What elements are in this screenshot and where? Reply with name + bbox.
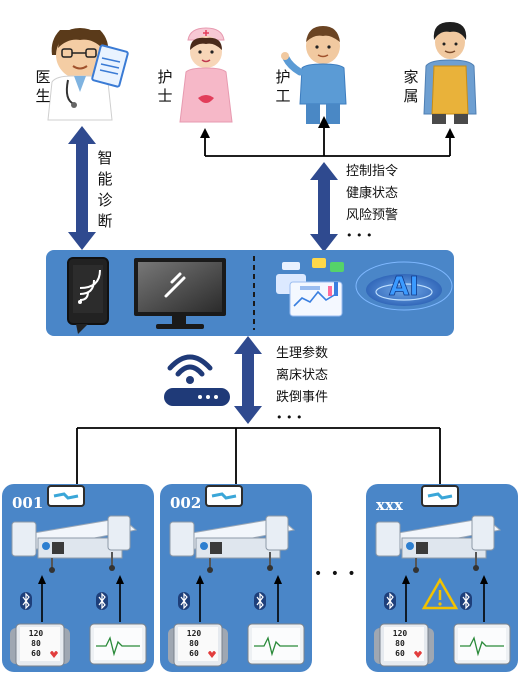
heart-icon <box>208 651 216 658</box>
role-label-caregiver: 护工 <box>275 68 291 105</box>
sensor-link-arrowhead <box>38 575 46 584</box>
bed-id-label: 002 <box>170 494 202 512</box>
monitor-value: 80 <box>31 639 41 648</box>
ecg-waveform <box>460 636 504 657</box>
downstream-label-2: 风险预警 <box>346 208 399 223</box>
role-label-doctor: 医生 <box>35 68 51 105</box>
warning-icon <box>421 577 459 610</box>
bed-remote-glyph <box>53 492 79 500</box>
ai-label: AI <box>389 272 419 302</box>
monitor-value: 120 <box>187 629 202 638</box>
bluetooth-icon <box>178 592 190 610</box>
bed-ellipsis: • • • <box>314 566 358 582</box>
monitor-value: 60 <box>31 649 41 658</box>
sensor-link-arrowhead <box>116 575 124 584</box>
computer-monitor-icon <box>134 258 226 329</box>
upstream-label-3: • • • <box>276 411 303 424</box>
role-label-family: 家属 <box>403 68 419 105</box>
monitor-value: 80 <box>189 639 199 648</box>
hospital-bed-icon <box>375 515 502 573</box>
staff-connector <box>200 116 455 157</box>
monitor-value: 120 <box>393 629 408 638</box>
upstream-arrow <box>234 336 262 424</box>
role-label-nurse: 护士 <box>157 68 173 105</box>
monitor-value: 60 <box>395 649 405 658</box>
mobile-phone-icon <box>67 257 109 334</box>
monitor-value: 120 <box>29 629 44 638</box>
upstream-label-1: 离床状态 <box>276 368 329 383</box>
caregiver-figure <box>281 26 347 124</box>
hospital-bed-icon <box>11 515 138 573</box>
sensor-link-arrowhead <box>274 575 282 584</box>
heart-icon <box>50 651 58 658</box>
diagnosis-label: 智能诊断 <box>97 149 113 230</box>
downstream-arrow <box>310 162 338 252</box>
bed-remote-glyph <box>427 492 453 500</box>
bluetooth-icon <box>254 592 266 610</box>
wifi-router-icon <box>164 354 230 406</box>
monitor-value: 60 <box>189 649 199 658</box>
bed-id-label: xxx <box>376 496 403 514</box>
dashboard-graphic <box>276 258 344 317</box>
bluetooth-icon <box>96 592 108 610</box>
downstream-label-0: 控制指令 <box>346 164 399 179</box>
ecg-panel <box>453 623 511 665</box>
bed-distribution-lines <box>76 427 441 486</box>
sensor-link-arrowhead <box>402 575 410 584</box>
upstream-label-0: 生理参数 <box>276 346 329 361</box>
ai-emblem <box>355 261 453 311</box>
ecg-panel <box>247 623 305 665</box>
bluetooth-icon <box>460 592 472 610</box>
ecg-waveform <box>254 636 298 657</box>
heart-icon <box>414 651 422 658</box>
upstream-label-2: 跌倒事件 <box>276 390 329 405</box>
bluetooth-icon <box>384 592 396 610</box>
nurse-figure <box>179 27 233 123</box>
bed-id-label: 001 <box>12 494 44 512</box>
downstream-label-1: 健康状态 <box>346 186 399 201</box>
monitor-value: 80 <box>395 639 405 648</box>
ecg-panel <box>89 623 147 665</box>
bed-remote-glyph <box>211 492 237 500</box>
hospital-bed-icon <box>169 515 296 573</box>
bluetooth-icon <box>20 592 32 610</box>
doctor-figure <box>47 28 129 121</box>
sensor-link-arrowhead <box>196 575 204 584</box>
sensor-link-arrowhead <box>480 575 488 584</box>
family-figure <box>423 22 477 124</box>
diagnosis-arrow <box>68 126 96 250</box>
downstream-label-3: • • • <box>346 229 373 242</box>
ecg-waveform <box>96 636 140 657</box>
